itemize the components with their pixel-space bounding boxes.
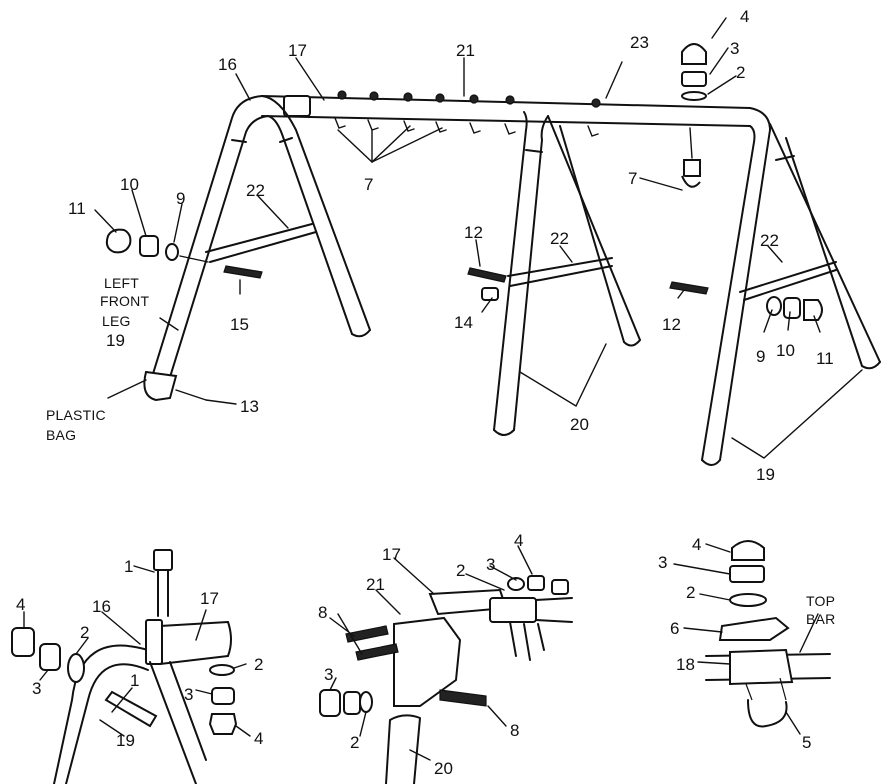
label-17-bm: 17: [382, 545, 401, 564]
detail-left-leaders: [23, 565, 251, 737]
label-2-bl-right: 2: [254, 655, 263, 674]
label-11-right: 11: [816, 349, 834, 368]
label-10-right: 10: [776, 341, 795, 360]
label-11-left: 11: [68, 199, 86, 218]
label-10-left: 10: [120, 175, 139, 194]
label-19-left-leg: 19: [106, 331, 125, 350]
detail-right-hanger: [705, 540, 831, 728]
label-21: 21: [456, 41, 475, 60]
top-bar: [261, 90, 751, 163]
label-13: 13: [240, 397, 259, 416]
top-bar-line2: BAR: [806, 611, 835, 627]
label-3-bm: 3: [486, 555, 495, 574]
label-9-left: 9: [176, 189, 185, 208]
detail-middle-leaders: [329, 545, 533, 761]
left-front-leg-line2: FRONT: [100, 293, 149, 309]
left-front-leg-line3: LEG: [102, 313, 131, 329]
label-19-bl: 19: [116, 731, 135, 750]
label-14: 14: [454, 313, 473, 332]
label-9-right: 9: [756, 347, 765, 366]
label-2-br: 2: [686, 583, 695, 602]
label-5: 5: [802, 733, 811, 752]
left-nut-stack: [105, 228, 209, 263]
label-3-br: 3: [658, 553, 667, 572]
top-cap-nut-stack: [681, 43, 707, 101]
label-20: 20: [570, 415, 589, 434]
top-bar-line1: TOP: [806, 593, 835, 609]
plastic-bag-line1: PLASTIC: [46, 407, 106, 423]
left-a-frame: [143, 95, 371, 402]
label-12-right: 12: [662, 315, 681, 334]
label-16: 16: [218, 55, 237, 74]
label-17-bl: 17: [200, 589, 219, 608]
label-1-bottom: 1: [130, 671, 139, 690]
label-1-top: 1: [124, 557, 133, 576]
label-22-right: 22: [760, 231, 779, 250]
label-2-bl: 2: [80, 623, 89, 642]
detail-middle-joint: [319, 575, 573, 784]
label-20-bm: 20: [434, 759, 453, 778]
label-4-bm: 4: [514, 531, 523, 550]
part-labels: 16 17 21 23 4 3 2 7 7 11 10 9 22 22 22 1…: [16, 7, 835, 778]
main-assembly: [105, 43, 881, 466]
plastic-bag-line2: BAG: [46, 427, 76, 443]
label-17: 17: [288, 41, 307, 60]
label-7-left: 7: [364, 175, 373, 194]
label-3-bm-left: 3: [324, 665, 333, 684]
left-front-leg-line1: LEFT: [104, 275, 139, 291]
label-3-bl-right: 3: [184, 685, 193, 704]
right-a-frame: [669, 107, 881, 466]
label-7-right: 7: [628, 169, 637, 188]
label-4-bl: 4: [16, 595, 25, 614]
label-2-top: 2: [736, 63, 745, 82]
label-23: 23: [630, 33, 649, 52]
bolt-13: [175, 389, 207, 401]
label-8-bm-left: 8: [318, 603, 327, 622]
label-3-bl: 3: [32, 679, 41, 698]
label-22-middle: 22: [550, 229, 569, 248]
label-19-right: 19: [756, 465, 775, 484]
leader-lines: [94, 17, 863, 459]
bolt-15: [223, 265, 263, 279]
label-3-top: 3: [730, 39, 739, 58]
label-12-middle: 12: [464, 223, 483, 242]
label-4-top: 4: [740, 7, 749, 26]
label-16-bl: 16: [92, 597, 111, 616]
middle-a-frame: [467, 111, 641, 436]
label-2-bm-left: 2: [350, 733, 359, 752]
label-6: 6: [670, 619, 679, 638]
detail-left-corner: [11, 549, 238, 784]
detail-right-leaders: [673, 543, 819, 735]
label-4-bl-right: 4: [254, 729, 263, 748]
label-18: 18: [676, 655, 695, 674]
label-8-bm-right: 8: [510, 721, 519, 740]
label-21-bm: 21: [366, 575, 385, 594]
label-15: 15: [230, 315, 249, 334]
label-4-br: 4: [692, 535, 701, 554]
label-2-bm: 2: [456, 561, 465, 580]
label-22-left: 22: [246, 181, 265, 200]
